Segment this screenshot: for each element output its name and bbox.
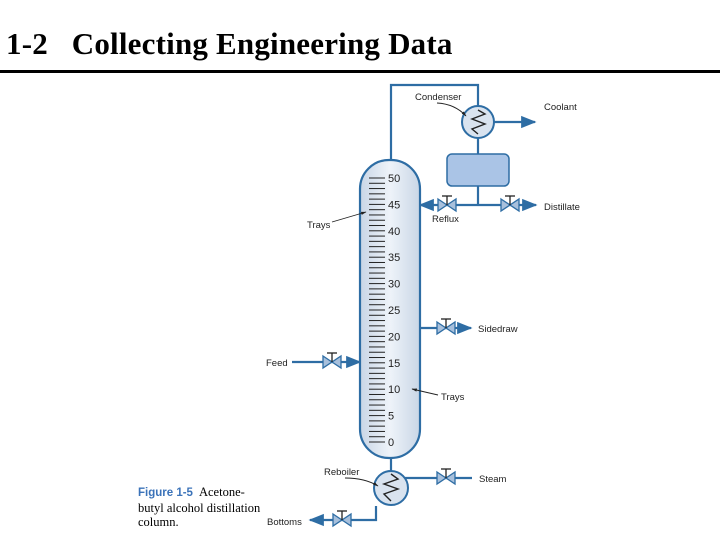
- label-condenser: Condenser: [415, 92, 461, 103]
- label-trays-lower: Trays: [441, 392, 465, 403]
- steam-valve-icon: [436, 468, 456, 486]
- tray-number: 20: [388, 331, 400, 343]
- label-reboiler: Reboiler: [324, 467, 359, 478]
- label-feed: Feed: [266, 358, 288, 369]
- reflux-valve-icon: [437, 195, 457, 213]
- trays-lower-leader: [411, 388, 439, 396]
- leader-lines: [331, 102, 467, 487]
- condenser-coil-icon: [470, 109, 487, 135]
- label-coolant: Coolant: [544, 102, 577, 113]
- tray-lines: [369, 177, 385, 443]
- tray-number: 30: [388, 279, 400, 291]
- reboiler-coil-icon: [381, 473, 401, 502]
- vapor-line: [389, 83, 480, 162]
- trays-upper-leader: [331, 211, 367, 223]
- diagram-labels: Condenser Coolant Distillate Reflux Tray…: [266, 92, 580, 528]
- slide-title: 1-2 Collecting Engineering Data: [6, 26, 453, 61]
- tray-number: 5: [388, 411, 394, 423]
- distillate-valve-icon: [500, 195, 520, 213]
- label-steam: Steam: [479, 474, 507, 485]
- title-underline: [0, 70, 720, 73]
- tray-number: 15: [388, 358, 400, 370]
- tray-number: 40: [388, 226, 400, 238]
- condenser: [461, 105, 495, 139]
- tray-number: 10: [388, 384, 400, 396]
- reboiler-leader: [344, 477, 379, 487]
- figure-caption-text: Acetone-butyl alcohol distillation colum…: [138, 485, 261, 529]
- tray-number: 0: [388, 437, 394, 449]
- label-bottoms: Bottoms: [267, 517, 302, 528]
- tray-number: 25: [388, 305, 400, 317]
- condenser-leader: [436, 102, 467, 117]
- label-sidedraw: Sidedraw: [478, 324, 518, 335]
- label-trays-upper: Trays: [307, 220, 331, 231]
- figure-label: Figure 1-5: [138, 487, 193, 499]
- label-distillate: Distillate: [544, 202, 580, 213]
- valves: [322, 195, 520, 528]
- tray-number: 35: [388, 252, 400, 264]
- reflux-drum: [446, 153, 510, 187]
- tray-number: 50: [388, 173, 400, 185]
- bottoms-valve-icon: [332, 510, 352, 528]
- sidedraw-valve-icon: [436, 318, 456, 336]
- feed-valve-icon: [322, 352, 342, 370]
- bottoms-line: [308, 506, 378, 527]
- reboiler: [373, 470, 409, 506]
- tray-number: 45: [388, 199, 400, 211]
- label-reflux: Reflux: [432, 214, 459, 225]
